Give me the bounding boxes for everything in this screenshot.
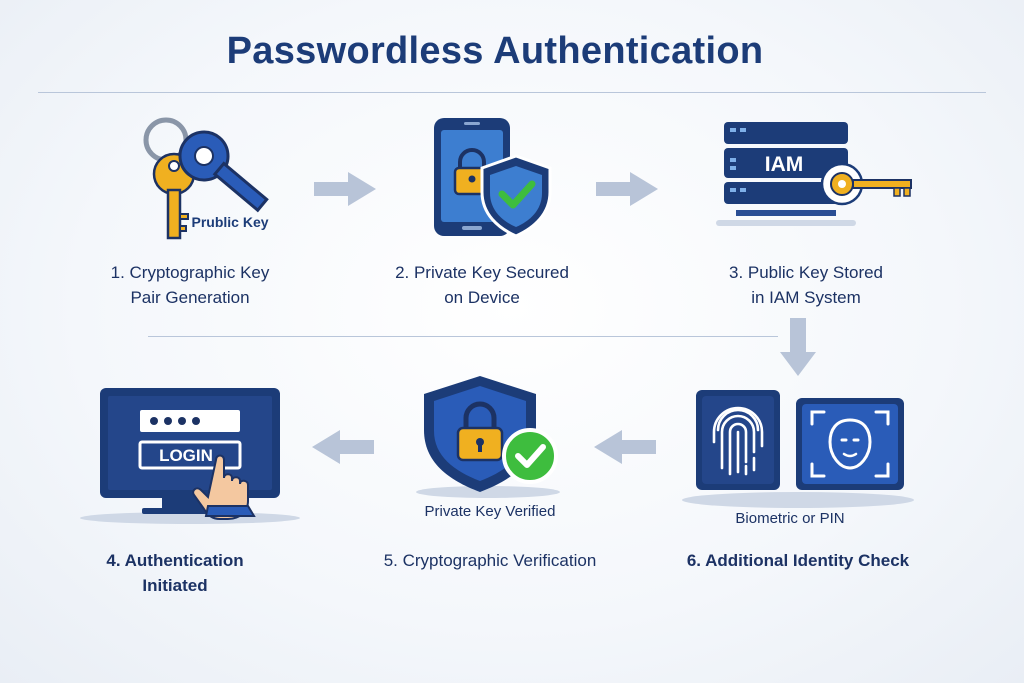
step-6-text: 6. Additional Identity Check <box>686 551 910 570</box>
step-5-label: 5. Cryptographic Verification <box>345 548 635 573</box>
fingerprint-face-icon <box>682 390 914 508</box>
title-divider <box>38 92 986 93</box>
private-key-verified-caption: Private Key Verified <box>424 503 556 520</box>
biometric-caption: Biometric or PIN <box>735 510 845 527</box>
monitor-login-icon: LOGIN <box>80 388 300 524</box>
key-pair-icon <box>143 117 269 240</box>
arrow-down-icon <box>780 318 816 376</box>
step-3-label: 3. Public Key Stored in IAM System <box>676 260 936 310</box>
iam-text: IAM <box>765 153 804 176</box>
public-key-caption: Prublic Key <box>191 214 269 230</box>
step-6-label: 6. Additional Identity Check <box>648 548 948 573</box>
step-4-text: 4. Authentication Initiated <box>106 551 244 595</box>
arrow-right-icon <box>314 172 376 206</box>
arrow-left-icon <box>594 430 656 464</box>
arrow-left-icon <box>312 430 374 464</box>
step-1-label: 1. Cryptographic Key Pair Generation <box>60 260 320 310</box>
login-button-text: LOGIN <box>159 446 213 465</box>
page-title: Passwordless Authentication <box>226 30 764 72</box>
row-divider <box>148 336 778 337</box>
step-5-text: 5. Cryptographic Verification <box>383 551 597 570</box>
server-key-icon: IAM <box>716 122 912 226</box>
step-1-text: 1. Cryptographic Key Pair Generation <box>110 263 270 307</box>
step-3-text: 3. Public Key Stored in IAM System <box>728 263 884 307</box>
step-4-label: 4. Authentication Initiated <box>60 548 290 598</box>
step-2-text: 2. Private Key Secured on Device <box>395 263 569 307</box>
arrow-right-icon <box>596 172 658 206</box>
shield-lock-check-icon <box>416 376 560 498</box>
phone-shield-icon <box>434 118 552 238</box>
step-2-label: 2. Private Key Secured on Device <box>352 260 612 310</box>
